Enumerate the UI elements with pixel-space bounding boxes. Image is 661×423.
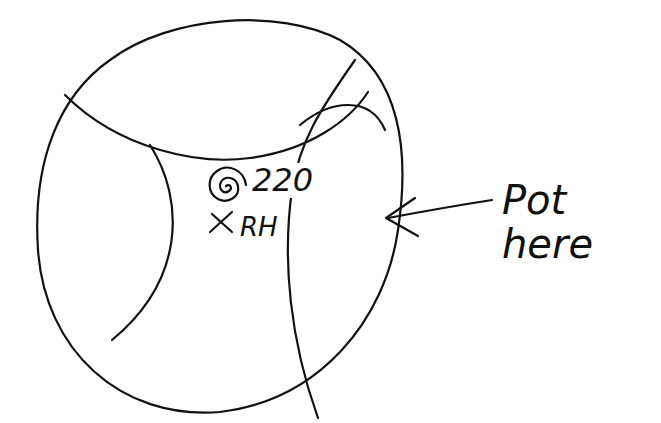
note: Pot here [500,178,634,266]
left-curve [112,145,173,340]
arrow-line [388,200,492,218]
right-curve [288,60,355,418]
spiral-mark [210,168,246,201]
part-label: RH [238,213,280,242]
right-outline-curve [300,105,385,130]
x-mark [210,212,232,232]
callout-number: 220 [250,163,315,198]
outer-circle [37,20,402,412]
arrow-head [386,198,418,236]
upper-curve [65,92,368,160]
